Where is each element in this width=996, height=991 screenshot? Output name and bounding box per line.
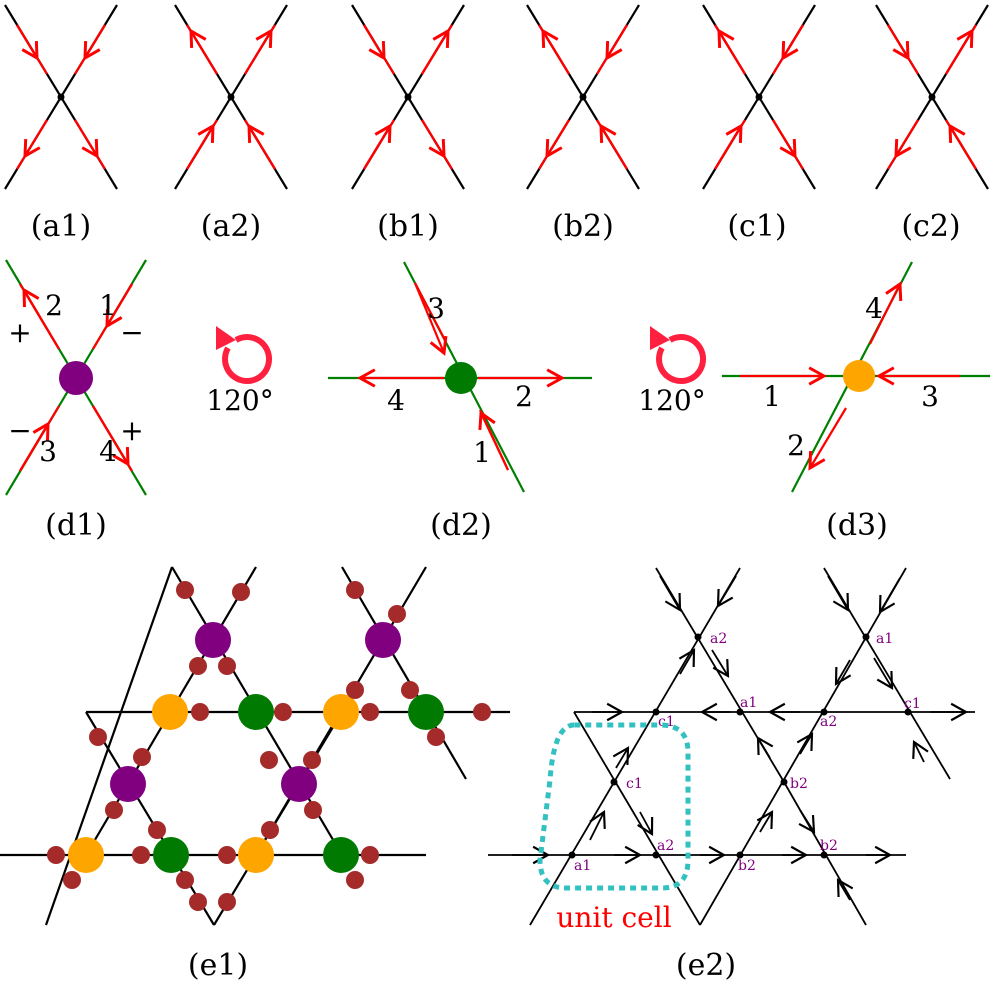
e1-nodes	[68, 622, 444, 873]
site-label: a2	[820, 714, 837, 730]
vertex-c1	[702, 4, 816, 190]
panel-label-d2: (d2)	[430, 508, 492, 543]
site-label: b2	[790, 776, 808, 792]
vertex-a1	[4, 4, 118, 190]
panel-label-e2: (e2)	[676, 948, 736, 983]
vertex-c2	[875, 4, 989, 190]
tensor-d3: 1 3 4 2	[722, 261, 990, 493]
leg-number: 3	[39, 435, 57, 468]
leg-number: 3	[427, 292, 445, 325]
site-label: b2	[738, 858, 756, 874]
rotation-left: 120°	[206, 326, 274, 417]
e2-vertices	[568, 633, 912, 859]
leg-number: 1	[473, 436, 491, 469]
vertex-b2	[526, 4, 640, 190]
vertex-b1	[351, 4, 465, 190]
e2-arrows	[512, 575, 969, 901]
panel-label-b2: (b2)	[552, 209, 614, 244]
leg-number: 2	[515, 380, 533, 413]
sign-label: +	[120, 414, 143, 447]
panel-label-b1: (b1)	[377, 209, 439, 244]
panel-label-e1: (e1)	[188, 948, 248, 983]
tensor-network-e1	[0, 566, 510, 926]
leg-number: 1	[99, 289, 117, 322]
leg-number: 4	[865, 292, 883, 325]
sign-label: −	[120, 316, 143, 349]
panel-label-d1: (d1)	[45, 508, 107, 543]
site-label: c1	[626, 776, 643, 792]
rotation-right: 120°	[638, 326, 707, 417]
rotation-angle: 120°	[638, 384, 705, 417]
e1-small-nodes	[47, 581, 491, 911]
green-node	[445, 362, 477, 394]
site-label: b2	[820, 838, 838, 854]
leg-number: 2	[787, 429, 805, 462]
site-label: a1	[740, 695, 757, 711]
orange-node	[843, 360, 875, 392]
purple-node	[59, 361, 93, 395]
leg-number: 4	[99, 435, 117, 468]
sign-label: −	[8, 414, 31, 447]
unit-cell-label: unit cell	[556, 901, 671, 934]
leg-number: 2	[45, 289, 63, 322]
tensor-d2: 3 4 2 1	[328, 261, 592, 493]
site-label: a2	[710, 631, 727, 647]
row-1-vertices: (a1) (a2)	[4, 4, 989, 244]
rotation-angle: 120°	[206, 384, 273, 417]
clockwise-arrow-icon	[650, 326, 707, 385]
sign-label: +	[8, 316, 31, 349]
clockwise-arrow-icon	[216, 326, 273, 385]
tensor-d1: 2 1 3 4 + − − +	[5, 259, 147, 496]
site-label: a1	[876, 631, 893, 647]
leg-number: 4	[387, 384, 405, 417]
leg-number: 3	[921, 380, 939, 413]
panel-label-c2: (c2)	[901, 209, 960, 244]
arrow-lattice-e2: a2 a1 c1 a1 a2 c1 c1 b2 a1 a2 b2 b2 unit…	[488, 567, 975, 934]
panel-label-d3: (d3)	[826, 508, 888, 543]
panel-label-a1: (a1)	[31, 209, 91, 244]
site-label: c1	[904, 696, 921, 712]
unit-cell-outline	[537, 722, 691, 891]
panel-label-c1: (c1)	[727, 209, 786, 244]
leg-number: 1	[763, 380, 781, 413]
site-label: a2	[657, 838, 674, 854]
panel-label-a2: (a2)	[201, 209, 261, 244]
vertex-a2	[174, 4, 288, 190]
site-label: a1	[574, 858, 591, 874]
